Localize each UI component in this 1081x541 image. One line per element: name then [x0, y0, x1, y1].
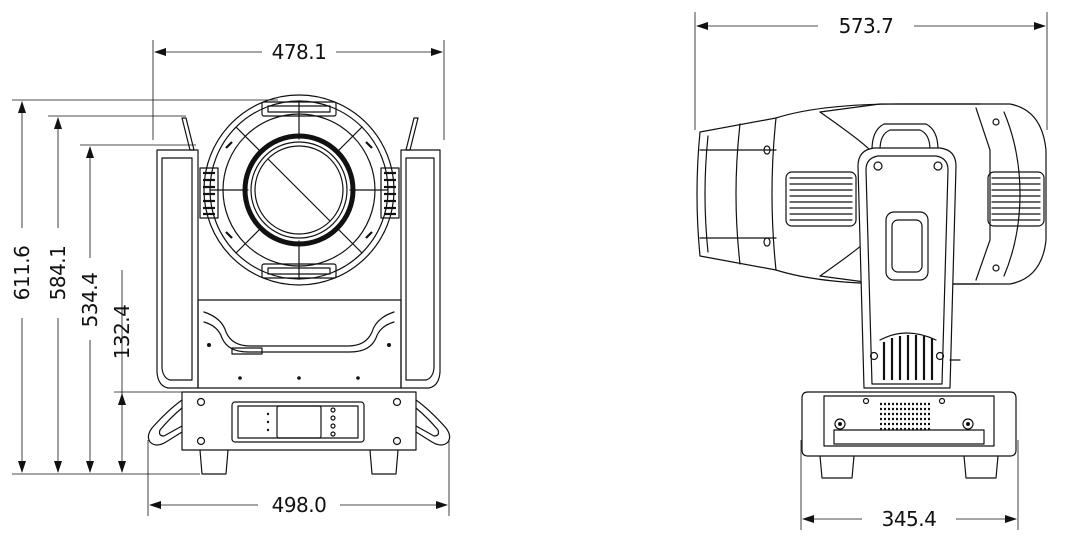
dim-label-side-length: 573.7 — [839, 14, 894, 38]
front-head — [199, 94, 400, 286]
dim-front-width: 478.1 — [152, 40, 445, 140]
front-yoke — [156, 117, 441, 389]
dim-label-front-width: 478.1 — [272, 40, 327, 64]
side-base-vent — [880, 402, 930, 431]
side-right-vent — [987, 171, 1045, 227]
side-view: 573.7 345.4 — [694, 12, 1048, 531]
front-base — [147, 391, 451, 475]
dim-label-side-base-width: 345.4 — [882, 507, 937, 531]
dim-label-height-yoke: 534.4 — [78, 273, 102, 328]
dim-label-base-width: 498.0 — [272, 493, 327, 517]
side-left-vent — [785, 171, 857, 227]
front-right-vent — [380, 167, 400, 219]
dim-label-height-handles: 584.1 — [46, 246, 70, 301]
front-left-vent — [199, 167, 219, 219]
dim-label-height-base: 132.4 — [110, 305, 134, 360]
dim-label-height-total: 611.6 — [10, 246, 34, 301]
dim-side-length: 573.7 — [694, 12, 1048, 130]
dim-vertical-group: 611.6 584.1 534.4 132.4 — [10, 99, 278, 475]
side-head — [696, 103, 1047, 285]
dim-side-base-width: 345.4 — [800, 440, 1019, 531]
dim-base-width: 498.0 — [147, 440, 450, 517]
side-yoke-arm — [857, 123, 961, 389]
front-view: 478.1 611.6 584.1 534.4 132.4 — [10, 40, 451, 517]
side-base — [801, 391, 1017, 479]
